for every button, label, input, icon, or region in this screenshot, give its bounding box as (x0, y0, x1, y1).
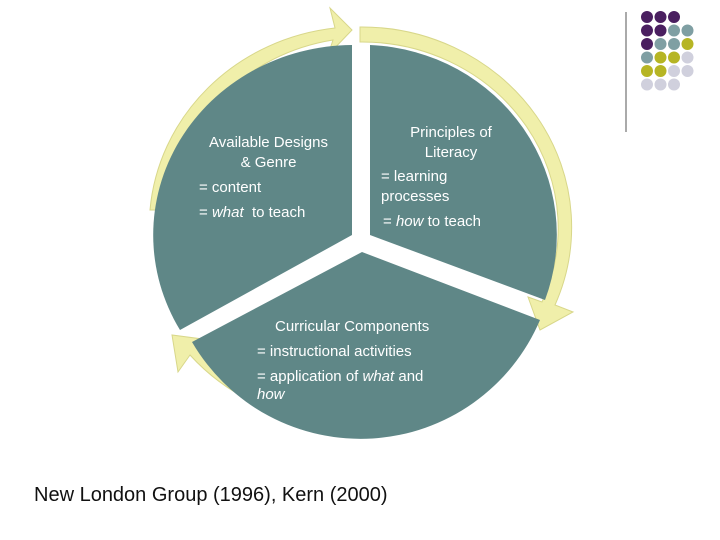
principles-processes: processes (381, 188, 450, 205)
decoration-dot (654, 78, 667, 91)
decoration-dot (654, 38, 667, 50)
decoration-dot (668, 24, 680, 37)
decoration-dot (681, 24, 694, 37)
decoration-dot (641, 51, 653, 64)
curricular-how-em: how (257, 386, 285, 403)
principles-title-line1: Principles of (410, 124, 492, 141)
decoration-dot (668, 38, 680, 50)
curricular-how: how (257, 385, 285, 405)
decoration-dot (641, 11, 653, 23)
decoration-dot (654, 11, 667, 23)
decoration-dot (668, 51, 680, 64)
available-designs-title: Available Designs & Genre (196, 133, 341, 173)
decoration-dot (654, 51, 667, 64)
decoration-dot (668, 11, 680, 23)
curricular-application-suffix: and (394, 368, 424, 385)
principles-title-line2: Literacy (424, 144, 478, 161)
principles-how: = how to teach (383, 212, 481, 232)
curricular-application-prefix: = application of (257, 368, 363, 385)
decoration-dot (681, 51, 694, 64)
segment-principles (370, 45, 557, 300)
available-designs-what-prefix: = (199, 204, 212, 221)
available-designs-title-line2: & Genre (240, 154, 297, 171)
decoration-dot (668, 78, 680, 91)
decoration-dot (681, 38, 694, 50)
available-designs-what-suffix: to teach (243, 204, 306, 221)
curricular-activities: = instructional activities (257, 343, 412, 360)
available-designs-what-em: what (211, 204, 244, 221)
available-designs-content: = content (199, 179, 262, 196)
ring-arrow-right (359, 26, 575, 331)
decoration-dot (641, 38, 653, 50)
decoration-dot (668, 65, 680, 77)
corner-dot-decoration (625, 11, 694, 132)
available-designs-title-line1: Available Designs (209, 134, 328, 151)
decoration-dot (641, 24, 653, 37)
segment-curricular (192, 252, 540, 439)
available-designs-what: = what to teach (199, 203, 305, 223)
principles-learning: = learning (381, 168, 448, 185)
curricular-application-em: what (362, 368, 395, 385)
decoration-dot (654, 65, 667, 77)
principles-how-suffix: to teach (423, 213, 482, 230)
citation: New London Group (1996), Kern (2000) (34, 484, 388, 506)
decoration-dot (641, 65, 653, 77)
curricular-title: Curricular Components (275, 318, 430, 335)
principles-how-prefix: = (383, 213, 396, 230)
dot-grid (641, 11, 694, 91)
segment-available-designs (153, 45, 352, 330)
principles-title: Principles of Literacy (396, 123, 506, 163)
principles-how-em: how (395, 213, 424, 230)
decoration-dot (641, 78, 653, 91)
curricular-application: = application of what and (257, 367, 423, 387)
decoration-dot (681, 65, 694, 77)
decoration-dot (654, 24, 667, 37)
